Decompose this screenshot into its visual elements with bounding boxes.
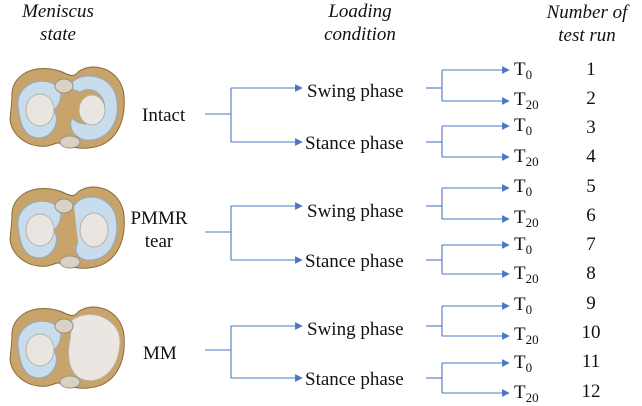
run-number-1: 1 [586, 59, 596, 80]
time-point-run-8: T20 [514, 263, 539, 286]
run-number-6: 6 [586, 205, 596, 226]
time-point-run-9: T0 [514, 294, 533, 317]
header-meniscus-state-line1: Meniscus [22, 1, 94, 22]
run-number-4: 4 [586, 146, 596, 167]
time-point-run-12: T20 [514, 382, 539, 405]
time-point-run-11: T0 [514, 352, 533, 375]
run-number-3: 3 [586, 117, 596, 138]
time-point-run-3: T0 [514, 115, 533, 138]
run-number-9: 9 [586, 293, 596, 314]
knee-illustration-intact [9, 66, 125, 149]
header-meniscus-state-line2: state [40, 24, 76, 45]
run-number-8: 8 [586, 263, 596, 284]
phase-label-mm-swing: Swing phase [307, 319, 404, 340]
state-label-mm: MM [143, 342, 177, 365]
phase-label-pmmr-swing: Swing phase [307, 201, 404, 222]
phase-label-pmmr-stance: Stance phase [305, 251, 404, 272]
state-label-pmmr-tear: PMMR tear [128, 207, 190, 253]
header-test-run-line1: Number of [546, 2, 628, 23]
run-number-5: 5 [586, 176, 596, 197]
state-label-pmmr-line1: PMMR [130, 208, 188, 229]
header-loading-condition-line1: Loading [328, 1, 392, 22]
knee-illustration-mm [9, 306, 125, 389]
time-point-run-10: T20 [514, 324, 539, 347]
time-point-run-2: T20 [514, 89, 539, 112]
state-label-intact: Intact [142, 104, 185, 127]
run-number-7: 7 [586, 234, 596, 255]
run-number-10: 10 [581, 322, 601, 343]
header-loading-condition-line2: condition [324, 24, 396, 45]
time-point-run-1: T0 [514, 59, 533, 82]
run-number-2: 2 [586, 88, 596, 109]
header-test-run: Number of test run [535, 1, 639, 47]
header-loading-condition: Loading condition [300, 0, 420, 46]
header-meniscus-state: Meniscus state [8, 0, 108, 46]
time-point-run-7: T0 [514, 234, 533, 257]
state-label-pmmr-line2: tear [144, 231, 174, 252]
time-point-run-5: T0 [514, 176, 533, 199]
phase-label-intact-stance: Stance phase [305, 133, 404, 154]
time-point-run-6: T20 [514, 207, 539, 230]
phase-label-mm-stance: Stance phase [305, 369, 404, 390]
state-label-intact-line1: Intact [142, 105, 186, 126]
phase-label-intact-swing: Swing phase [307, 81, 404, 102]
header-test-run-line2: test run [558, 25, 616, 46]
run-number-12: 12 [581, 381, 601, 402]
run-number-11: 11 [581, 351, 601, 372]
time-point-run-4: T20 [514, 146, 539, 169]
state-label-mm-line1: MM [143, 343, 177, 364]
knee-illustration-pmmr-tear [9, 186, 125, 269]
